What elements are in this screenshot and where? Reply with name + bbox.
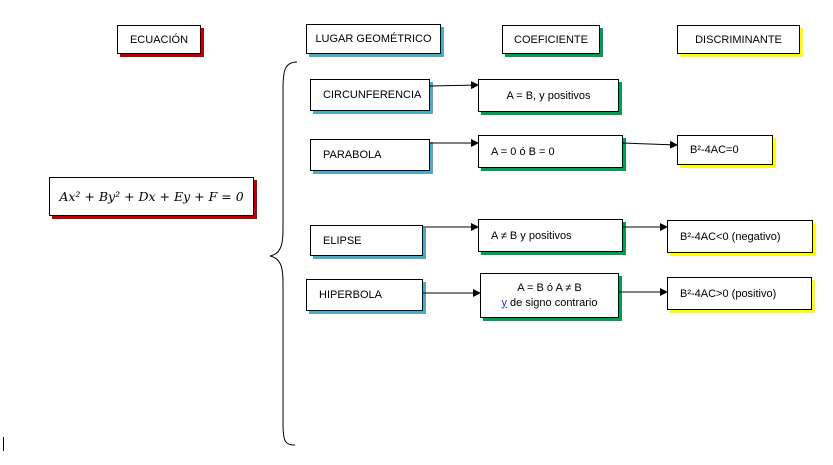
coef-elipse-label: A ≠ B y positivos xyxy=(491,229,572,242)
arrow-circunferencia-coef xyxy=(429,81,479,90)
coef-hiperbola-line1: A = B ó A ≠ B xyxy=(517,281,582,294)
disc-parabola-label: B²-4AC=0 xyxy=(690,144,739,156)
disc-hiperbola-label: B²-4AC>0 (positivo) xyxy=(680,287,777,300)
header-discriminante-label: DISCRIMINANTE xyxy=(695,33,782,46)
coef-parabola-label: A = 0 ó B = 0 xyxy=(491,145,555,158)
header-discriminante: DISCRIMINANTE xyxy=(677,25,800,54)
coef-hiperbola-rest: de signo contrario xyxy=(507,296,598,309)
coef-hiperbola-y: y xyxy=(501,296,508,309)
text-cursor xyxy=(3,437,4,451)
header-ecuacion: ECUACIÓN xyxy=(117,25,201,54)
equation-text: Ax² + By² + Dx + Ey + F = 0 xyxy=(59,189,244,204)
header-lugar-label: LUGAR GEOMÉTRICO xyxy=(315,33,432,45)
header-ecuacion-label: ECUACIÓN xyxy=(129,33,189,46)
lugar-circunferencia-label: CIRCUNFERENCIA xyxy=(323,89,422,101)
coef-circunferencia-label: A = B, y positivos xyxy=(506,89,591,102)
coef-hiperbola-line2: y de signo contrario xyxy=(502,296,598,311)
coef-hiperbola: A = B ó A ≠ B y de signo contrario xyxy=(480,273,619,318)
header-coeficiente: COEFICIENTE xyxy=(502,25,600,54)
lugar-parabola-label: PARABOLA xyxy=(323,149,382,161)
disc-elipse: B²-4AC<0 (negativo) xyxy=(667,220,813,253)
lugar-elipse-label: ELIPSE xyxy=(323,234,362,247)
header-lugar-geometrico: LUGAR GEOMÉTRICO xyxy=(306,24,441,54)
lugar-hiperbola-label: HIPERBOLA xyxy=(319,289,382,301)
disc-hiperbola: B²-4AC>0 (positivo) xyxy=(667,277,812,310)
equation-box: Ax² + By² + Dx + Ey + F = 0 xyxy=(49,177,254,216)
lugar-hiperbola: HIPERBOLA xyxy=(306,279,423,311)
curly-brace xyxy=(269,61,298,446)
disc-parabola: B²-4AC=0 xyxy=(677,135,773,165)
coef-circunferencia: A = B, y positivos xyxy=(478,79,619,112)
coef-elipse: A ≠ B y positivos xyxy=(478,219,623,252)
lugar-elipse: ELIPSE xyxy=(310,225,423,256)
coef-parabola: A = 0 ó B = 0 xyxy=(478,135,623,168)
arrow-parabola-disc xyxy=(622,140,678,149)
lugar-parabola: PARABOLA xyxy=(310,139,430,171)
header-coeficiente-label: COEFICIENTE xyxy=(514,33,588,46)
lugar-circunferencia: CIRCUNFERENCIA xyxy=(310,79,430,111)
disc-elipse-label: B²-4AC<0 (negativo) xyxy=(680,230,781,243)
